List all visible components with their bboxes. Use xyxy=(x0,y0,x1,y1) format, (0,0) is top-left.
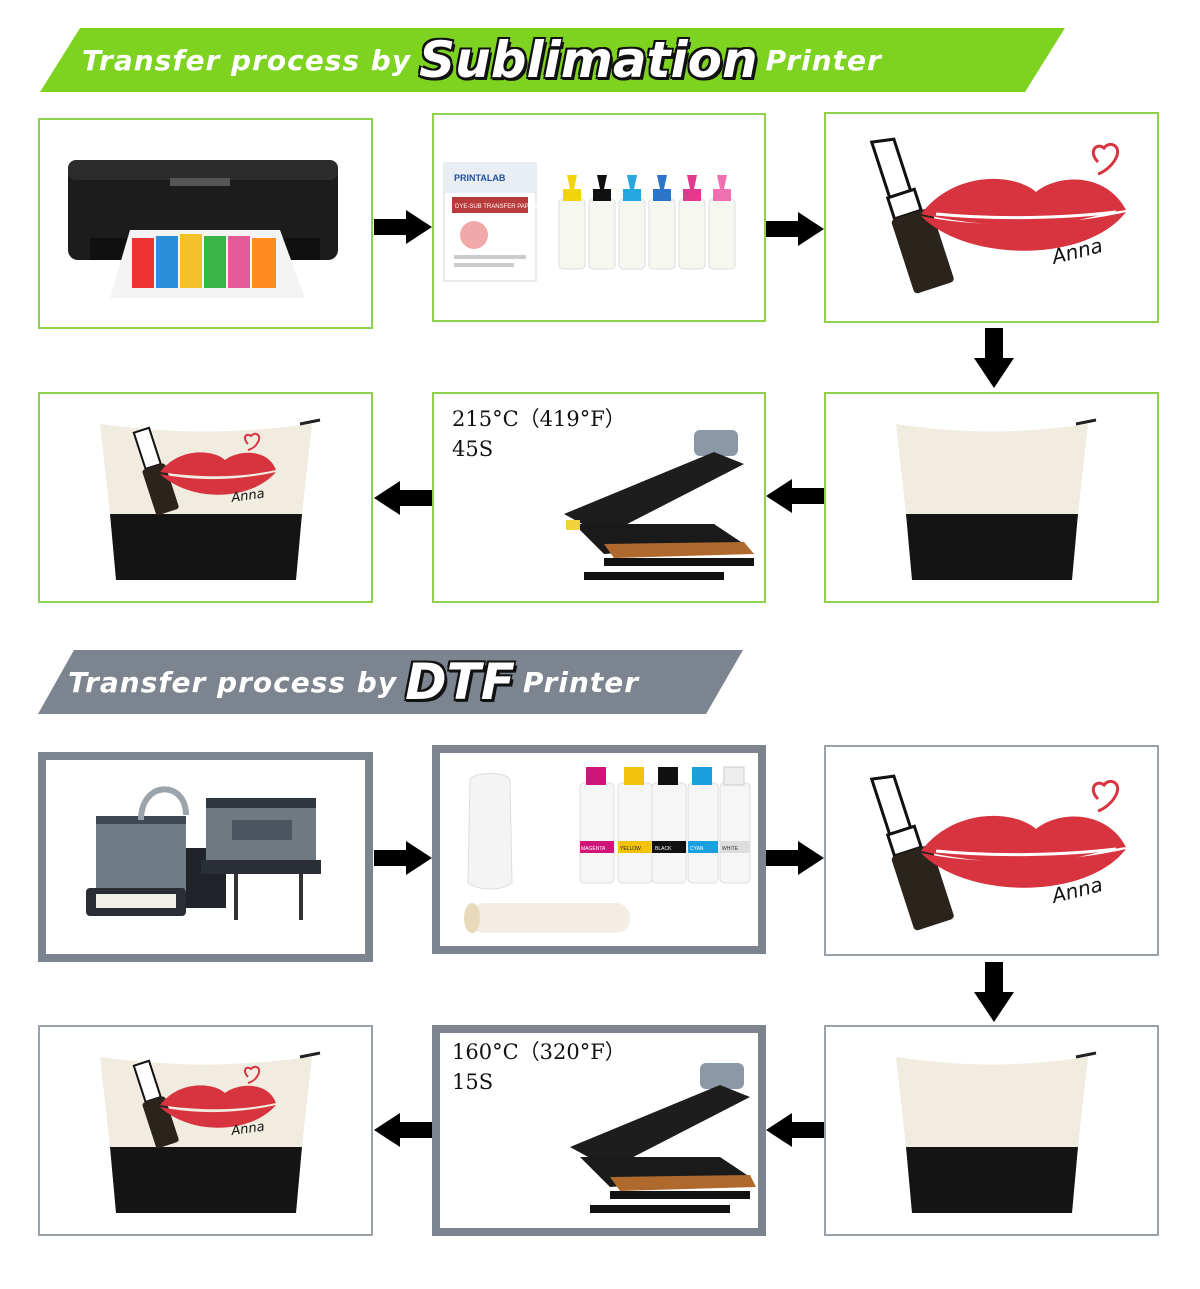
step-sublimation-printer xyxy=(38,118,373,329)
lipstick-kiss-design-image: Anna xyxy=(869,137,1126,294)
step-heat-press: 215°C（419°F） 45S xyxy=(432,392,766,603)
step-blank-cosmetic-bag xyxy=(824,392,1159,603)
temperature-text: 160°C（320°F） xyxy=(452,1040,626,1064)
sublimation-printer-image xyxy=(68,160,338,298)
arrow-down-icon xyxy=(974,962,1014,1022)
banner-emphasis: Sublimation xyxy=(419,31,758,89)
ink-label: CYAN xyxy=(690,846,704,852)
step-printed-design: Anna xyxy=(824,745,1159,956)
step-dtf-printer xyxy=(38,752,373,962)
time-text: 15S xyxy=(452,1070,494,1094)
time-text: 45S xyxy=(452,437,494,461)
step-heat-press: 160°C（320°F） 15S xyxy=(432,1025,766,1236)
heat-press-settings: 160°C（320°F） 15S xyxy=(452,1037,626,1097)
heat-press-image xyxy=(570,1063,756,1213)
powder-inks-film-image: MAGENTA YELLOW BLACK CYAN WHITE xyxy=(464,766,751,933)
step-finished-bag: Anna xyxy=(38,1025,373,1236)
finished-bag-image: Anna xyxy=(100,418,321,580)
step-transfer-paper-and-inks: PRINTALAB DYE-SUB TRANSFER PAPER xyxy=(432,113,766,322)
ink-label: WHITE xyxy=(722,846,739,852)
dtf-printer-image xyxy=(86,786,321,920)
ink-label: BLACK xyxy=(655,846,672,852)
paper-label: DYE-SUB TRANSFER PAPER xyxy=(455,204,538,210)
paper-brand: PRINTALAB xyxy=(454,173,506,183)
banner-prefix: Transfer process by xyxy=(82,43,412,77)
arrow-left-icon xyxy=(766,1113,824,1147)
heat-press-image xyxy=(564,430,754,580)
arrow-down-icon xyxy=(974,328,1014,388)
step-printed-design: Anna xyxy=(824,112,1159,323)
arrow-right-icon xyxy=(766,841,824,875)
arrow-left-icon xyxy=(374,1113,432,1147)
blank-bag-image xyxy=(896,418,1097,580)
heat-press-settings: 215°C（419°F） 45S xyxy=(452,404,626,464)
arrow-left-icon xyxy=(374,481,432,515)
arrow-right-icon xyxy=(766,212,824,246)
arrow-right-icon xyxy=(374,841,432,875)
banner-emphasis: DTF xyxy=(405,653,515,711)
temperature-text: 215°C（419°F） xyxy=(452,407,626,431)
dtf-banner: Transfer process by DTF Printer xyxy=(38,650,743,714)
step-blank-cosmetic-bag xyxy=(824,1025,1159,1236)
ink-label: MAGENTA xyxy=(581,846,606,852)
blank-bag-image xyxy=(896,1051,1097,1213)
arrow-left-icon xyxy=(766,479,824,513)
lipstick-kiss-design-image: Anna xyxy=(869,774,1126,931)
step-finished-bag: Anna xyxy=(38,392,373,603)
banner-prefix: Transfer process by xyxy=(68,665,398,699)
paper-and-inks-image: PRINTALAB DYE-SUB TRANSFER PAPER xyxy=(443,162,736,282)
banner-suffix: Printer xyxy=(765,43,882,77)
banner-suffix: Printer xyxy=(522,665,640,699)
design-name-text: Anna xyxy=(229,1119,265,1139)
finished-bag-image: Anna xyxy=(100,1051,321,1213)
arrow-right-icon xyxy=(374,210,432,244)
sublimation-banner: Transfer process by Sublimation Printer xyxy=(40,28,1065,92)
design-name-text: Anna xyxy=(229,486,265,506)
ink-label: YELLOW xyxy=(620,846,641,852)
step-powder-inks-film: MAGENTA YELLOW BLACK CYAN WHITE xyxy=(432,745,766,954)
